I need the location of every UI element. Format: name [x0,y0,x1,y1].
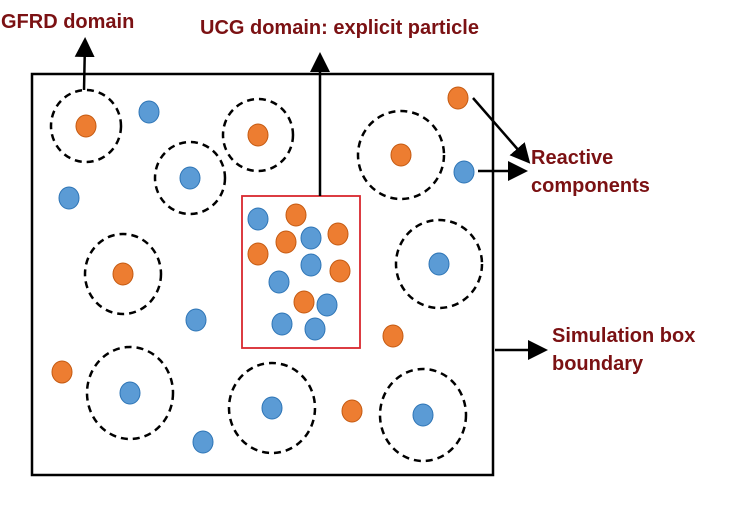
orange-particle-in-domain [112,262,134,286]
orange-particle-in-domain [247,123,269,147]
orange-particle [447,86,469,110]
simulation-box-label: Simulation box boundary [552,322,695,378]
reactive-label-line-2: components [531,175,650,197]
orange-ucg-particle [247,242,269,266]
gfrd-domains [49,88,484,463]
blue-ucg-particle [271,312,293,336]
orange-ucg-particle [293,290,315,314]
blue-particle [453,160,475,184]
gfrd-domain-circle [227,361,317,455]
reactive-label-line-1: Reactive [531,147,614,169]
ucg-domain-label: UCG domain: explicit particle [200,17,479,39]
ucg-domain-box [241,195,361,349]
blue-ucg-particle [300,226,322,250]
blue-ucg-particle [316,293,338,317]
orange-ucg-particle [329,259,351,283]
orange-particle [341,399,363,423]
orange-ucg-particle [275,230,297,254]
orange-particle [51,360,73,384]
blue-particle-in-domain [261,396,283,420]
blue-ucg-particle [268,270,290,294]
sim-label-line-1: Simulation box [552,325,696,347]
gfrd-domain-circle [356,109,446,201]
gfrd-domain-label: GFRD domain [1,11,135,33]
orange-ucg-particle [285,203,307,227]
orange-particle [382,324,404,348]
gfrd-domain-circle [378,367,468,463]
sim-label-line-2: boundary [552,353,644,375]
blue-particle [138,100,160,124]
blue-ucg-particle [300,253,322,277]
simulation-box [30,72,495,477]
gfrd-domain-circle [83,232,163,316]
blue-particle-in-domain [179,166,201,190]
blue-particle [58,186,80,210]
blue-ucg-particle [247,207,269,231]
gfrd-domain-circle [49,88,123,164]
orange-ucg-particle [327,222,349,246]
arrows [74,37,548,360]
reactive-components-label: Reactive components [531,144,650,200]
gfrd-domain-circle [394,218,484,310]
particles [51,86,475,454]
reactive-arrow-1 [472,97,531,164]
orange-particle-in-domain [390,143,412,167]
blue-particle [192,430,214,454]
blue-particle-in-domain [428,252,450,276]
blue-particle-in-domain [412,403,434,427]
orange-particle-in-domain [75,114,97,138]
gfrd-domain-circle [153,140,227,216]
blue-ucg-particle [304,317,326,341]
gfrd-domain-circle [221,97,295,173]
blue-particle-in-domain [119,381,141,405]
gfrd-domain-circle [85,345,175,441]
blue-particle [185,308,207,332]
gfrd-arrow [74,37,95,91]
